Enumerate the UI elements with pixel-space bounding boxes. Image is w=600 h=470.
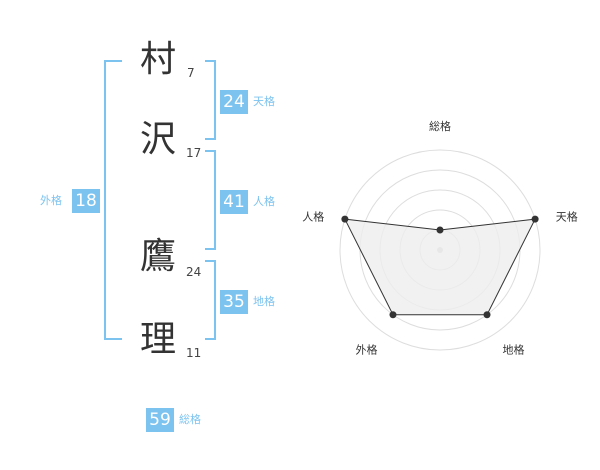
tenkaku-label: 天格 [253, 95, 275, 108]
stroke-count-1: 7 [187, 66, 195, 80]
stroke-count-3: 24 [186, 265, 202, 279]
radar-axis-label-2: 天格 [556, 210, 578, 224]
soukaku-label: 総格 [179, 413, 201, 426]
name-char-3: 鷹 [140, 236, 177, 277]
jinkaku-bracket [205, 150, 216, 250]
gaikaku-bracket [104, 60, 122, 340]
stroke-count-2: 17 [186, 146, 202, 160]
tenkaku-value: 24 [220, 90, 248, 114]
radar-axis-label-4: 外格 [356, 342, 378, 356]
tenkaku-bracket [205, 60, 216, 140]
stroke-count-4: 11 [186, 346, 202, 360]
radar-axis-label-5: 人格 [302, 210, 324, 224]
radar-grid-ring [339, 149, 541, 351]
name-char-2: 沢 [140, 119, 177, 160]
jinkaku-label: 人格 [253, 195, 275, 208]
soukaku-value: 59 [146, 408, 174, 432]
radar-point-2 [531, 215, 539, 223]
radar-point-5 [341, 215, 349, 223]
radar-point-1 [436, 226, 444, 234]
name-char-1: 村 [140, 39, 177, 80]
name-char-4: 理 [140, 319, 177, 360]
radar-data-area [344, 218, 536, 316]
gaikaku-value: 18 [72, 189, 100, 213]
radar-point-4 [389, 311, 397, 319]
chikaku-value: 35 [220, 290, 248, 314]
radar-axis-label-3: 地格 [502, 342, 524, 356]
jinkaku-value: 41 [220, 190, 248, 214]
gaikaku-label: 外格 [40, 194, 62, 207]
radar-axis-label-1: 総格 [429, 119, 451, 133]
chikaku-bracket [205, 260, 216, 340]
radar-point-3 [483, 311, 491, 319]
chikaku-label: 地格 [253, 295, 275, 308]
